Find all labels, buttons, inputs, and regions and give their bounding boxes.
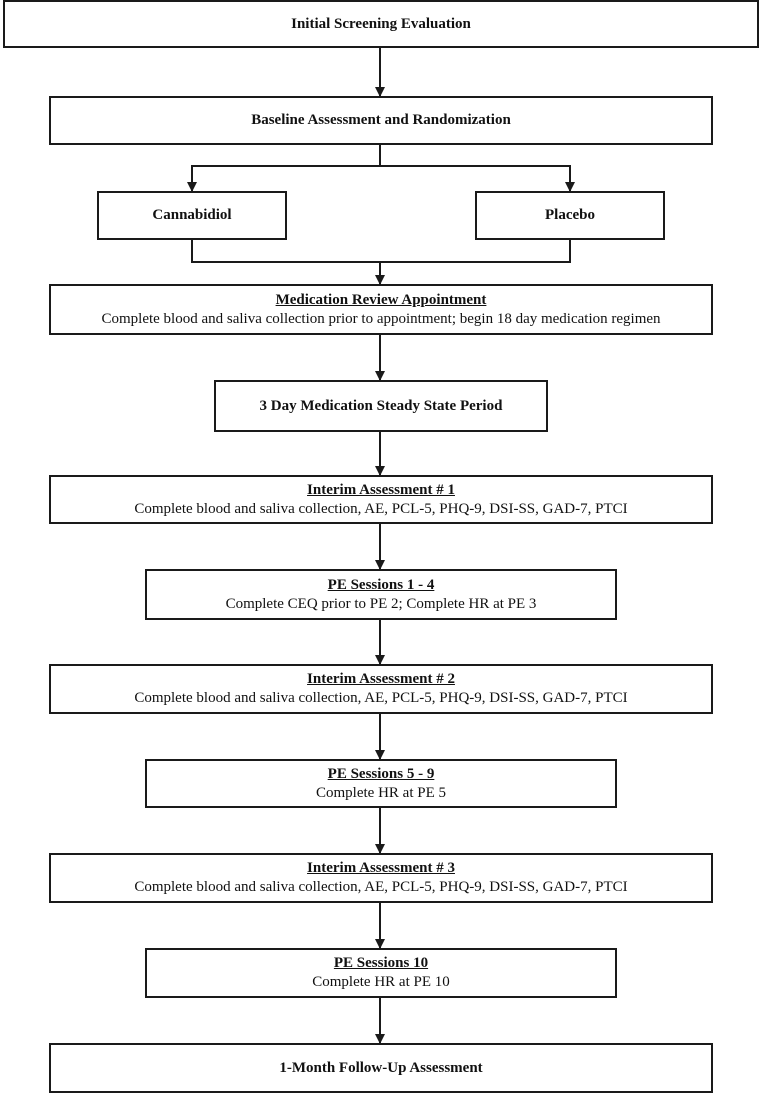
baseline-box: Baseline Assessment and Randomization [49, 96, 713, 145]
pe10-title: PE Sessions 10 [333, 955, 429, 972]
pe1-4-box: PE Sessions 1 - 4 Complete CEQ prior to … [145, 569, 617, 620]
med-review-title: Medication Review Appointment [275, 291, 487, 308]
arrow-to-placebo [380, 165, 575, 192]
placebo-title: Placebo [545, 207, 595, 224]
pe10-detail: Complete HR at PE 10 [312, 974, 450, 990]
steady-state-title: 3 Day Medication Steady State Period [259, 397, 503, 414]
interim1-title: Interim Assessment # 1 [307, 481, 455, 498]
interim3-title: Interim Assessment # 3 [307, 860, 455, 877]
interim2-box: Interim Assessment # 2 Complete blood an… [49, 664, 713, 714]
med-review-detail: Complete blood and saliva collection pri… [101, 310, 661, 327]
cannabidiol-box: Cannabidiol [97, 191, 287, 240]
interim2-title: Interim Assessment # 2 [307, 671, 455, 688]
interim3-box: Interim Assessment # 3 Complete blood an… [49, 853, 713, 903]
followup-title: 1-Month Follow-Up Assessment [279, 1059, 483, 1076]
steady-state-box: 3 Day Medication Steady State Period [214, 380, 548, 432]
interim1-detail: Complete blood and saliva collection, AE… [134, 500, 628, 517]
placebo-box: Placebo [475, 191, 665, 240]
screening-title: Initial Screening Evaluation [291, 15, 471, 32]
pe10-box: PE Sessions 10 Complete HR at PE 10 [145, 948, 617, 998]
interim3-detail: Complete blood and saliva collection, AE… [134, 879, 628, 895]
cannabidiol-title: Cannabidiol [152, 207, 232, 224]
pe5-9-detail: Complete HR at PE 5 [316, 784, 446, 801]
arrow-to-cannabidiol [187, 165, 380, 192]
pe1-4-detail: Complete CEQ prior to PE 2; Complete HR … [225, 595, 537, 612]
interim1-box: Interim Assessment # 1 Complete blood an… [49, 475, 713, 524]
screening-box: Initial Screening Evaluation [3, 0, 759, 48]
baseline-title: Baseline Assessment and Randomization [251, 112, 511, 129]
pe1-4-title: PE Sessions 1 - 4 [327, 576, 435, 593]
pe5-9-box: PE Sessions 5 - 9 Complete HR at PE 5 [145, 759, 617, 808]
med-review-box: Medication Review Appointment Complete b… [49, 284, 713, 335]
pe5-9-title: PE Sessions 5 - 9 [327, 765, 435, 782]
interim2-detail: Complete blood and saliva collection, AE… [134, 690, 628, 706]
merge-line [191, 240, 571, 263]
followup-box: 1-Month Follow-Up Assessment [49, 1043, 713, 1093]
